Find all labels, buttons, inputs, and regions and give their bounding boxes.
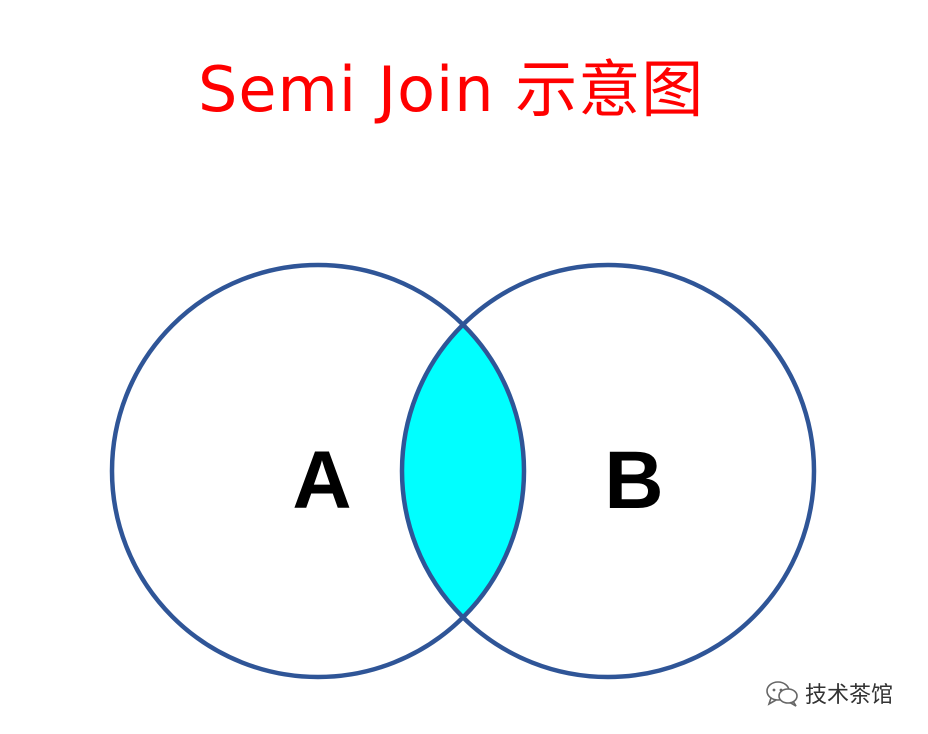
page-title: Semi Join 示意图 — [198, 53, 705, 126]
set-b-circle — [399, 262, 817, 680]
watermark: 技术茶馆 — [765, 676, 893, 710]
watermark-text: 技术茶馆 — [805, 683, 894, 708]
wechat-icon — [766, 681, 798, 707]
set-a-label: A — [292, 435, 351, 526]
set-b-label: B — [604, 435, 663, 526]
set-a-circle — [109, 262, 527, 680]
